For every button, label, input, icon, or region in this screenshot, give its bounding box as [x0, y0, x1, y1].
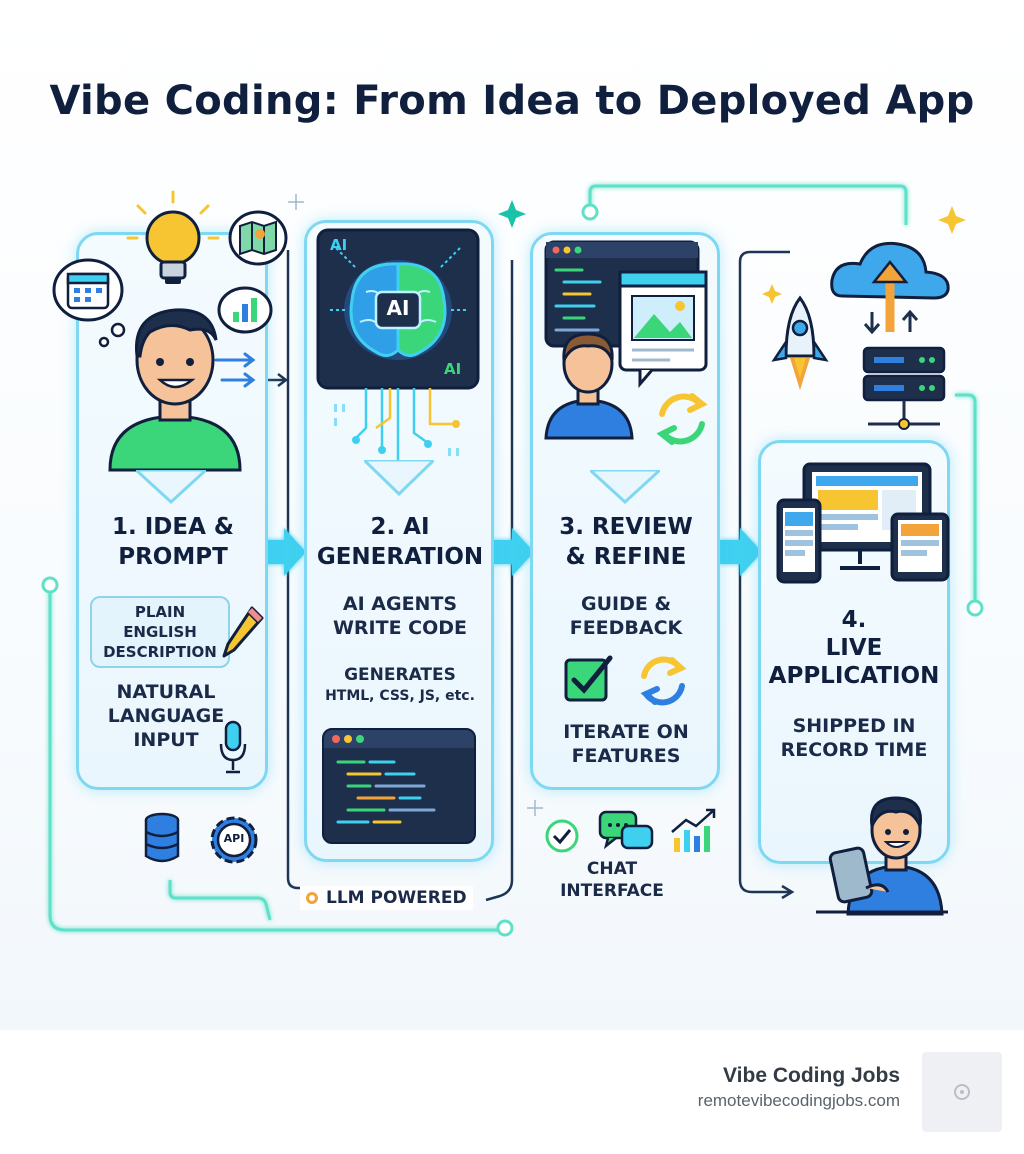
- flow-node: [41, 576, 59, 594]
- step-2-illustration: [316, 228, 480, 470]
- check-circle-icon: [545, 819, 579, 853]
- database-icon: [144, 812, 180, 863]
- refresh-icon: [656, 393, 708, 445]
- step-1-title: 1. IDEA & PROMPT: [112, 514, 234, 570]
- checkbox-icon: [564, 655, 613, 702]
- chat-icon: [598, 810, 654, 850]
- code-window-icon: [322, 728, 476, 844]
- callout-pointer: [364, 460, 434, 496]
- calendar-icon: [52, 258, 126, 348]
- devices-icon: [776, 462, 950, 584]
- step-1-illustration: [52, 190, 288, 472]
- callout-pointer: [136, 470, 206, 504]
- happy-user-avatar: [816, 796, 948, 916]
- step-4-detail: SHIPPED IN RECORD TIME: [780, 715, 928, 761]
- server-icon: [862, 346, 946, 430]
- person-avatar: [108, 308, 242, 472]
- step-3-icons: [564, 655, 687, 706]
- growth-chart-icon: [671, 808, 716, 852]
- logo-icon: [954, 1084, 970, 1100]
- step4-return-line: [738, 270, 790, 894]
- step-3-detail: GUIDE & FEEDBACK: [569, 593, 683, 639]
- refresh-icon: [640, 656, 687, 706]
- flow-node: [581, 203, 599, 221]
- api-gear-icon: [210, 816, 258, 864]
- rocket-icon: [771, 295, 829, 390]
- flow-connectors: [41, 184, 984, 937]
- person-avatar: [544, 332, 634, 440]
- bottom-flow-line: [48, 585, 505, 932]
- arrow-head: [781, 884, 795, 900]
- footer: [0, 1030, 1024, 1154]
- step-4-top-illustration: [771, 241, 950, 430]
- page-title: Vibe Coding: From Idea to Deployed App: [49, 78, 975, 124]
- microphone-icon: [219, 720, 247, 774]
- flow-node: [496, 919, 514, 937]
- llm-powered-tag: LLM POWERED: [300, 886, 473, 910]
- sparkle-icon: [498, 200, 526, 228]
- lightbulb-icon: [126, 190, 220, 284]
- step-2-title: 2. AI GENERATION: [316, 514, 484, 570]
- step-3-iterate: ITERATE ON FEATURES: [563, 721, 689, 767]
- brain-label: AI: [386, 296, 410, 320]
- callout-pointer: [590, 470, 660, 504]
- chat-interface-label: CHAT INTERFACE: [560, 859, 664, 901]
- plain-english-bubble: PLAIN ENGLISH DESCRIPTION: [90, 596, 230, 668]
- chip-label-top: AI: [330, 236, 348, 254]
- right-flow-line: [955, 393, 977, 608]
- step-1-tools: [144, 812, 258, 864]
- brand-logo: [922, 1052, 1002, 1132]
- arrow-step1-to-2: [262, 528, 306, 576]
- cloud-upload-icon: [830, 241, 950, 335]
- step-3-tools: [545, 808, 716, 853]
- step-4-title: 4. LIVE APPLICATION: [768, 607, 940, 689]
- arrow-step3-to-4: [720, 528, 762, 576]
- top-flow-line: [588, 184, 908, 225]
- step-3-title: 3. REVIEW & REFINE: [559, 514, 693, 570]
- step-3-illustration: [544, 240, 708, 445]
- step-2-generates: GENERATES HTML, CSS, JS, etc.: [325, 665, 475, 704]
- brain-icon: [344, 260, 452, 360]
- chip-label-bottom: AI: [444, 360, 462, 378]
- arrow-step2-to-3: [490, 528, 534, 576]
- step-2-detail: AI AGENTS WRITE CODE: [332, 593, 468, 639]
- image-icon: [618, 270, 708, 389]
- flow-node: [966, 599, 984, 617]
- map-icon: [228, 210, 288, 266]
- footer-url[interactable]: remotevibecodingjobs.com: [697, 1091, 900, 1110]
- api-label: API: [223, 832, 245, 845]
- step-1-detail: NATURAL LANGUAGE INPUT: [107, 681, 225, 751]
- pencil-icon: [222, 606, 264, 658]
- footer-brand-name: Vibe Coding Jobs: [723, 1064, 900, 1087]
- chart-icon: [217, 286, 273, 334]
- status-dot: [306, 892, 318, 904]
